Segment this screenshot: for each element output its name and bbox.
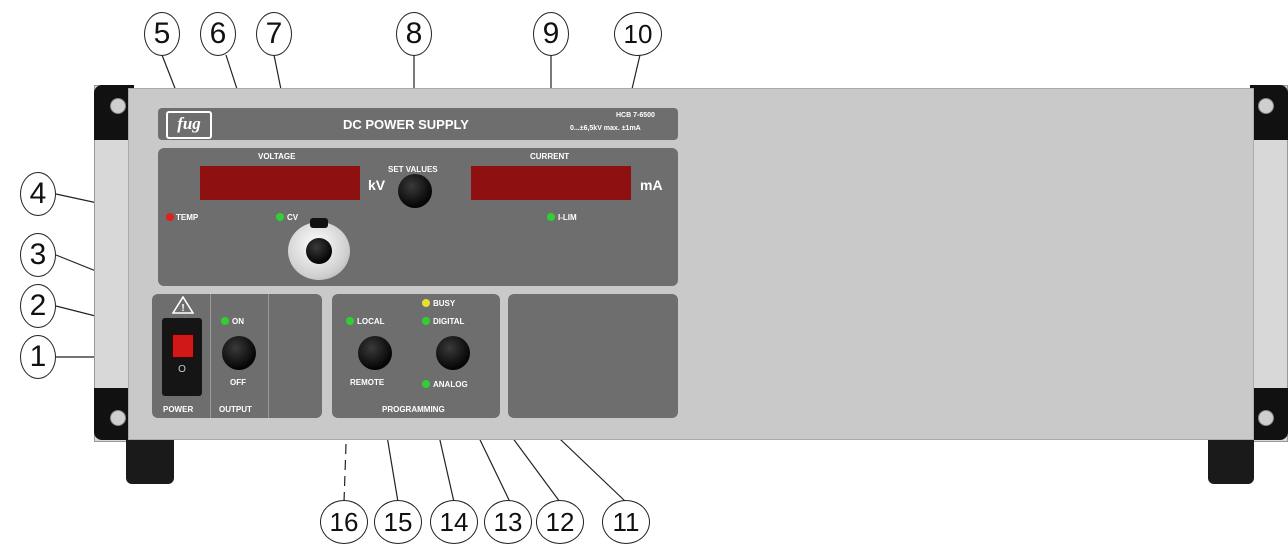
screw-icon [1258, 98, 1274, 114]
remote-label: REMOTE [350, 378, 385, 387]
local-led [346, 317, 354, 325]
model-number: HCB 7-6500 [616, 112, 655, 119]
callout-2: 2 [20, 284, 56, 328]
ilim-led [547, 213, 555, 221]
callout-8: 8 [396, 12, 432, 56]
device-title: DC POWER SUPPLY [343, 117, 469, 132]
right-foot [1208, 440, 1254, 484]
callout-6: 6 [200, 12, 236, 56]
digital-analog-button[interactable] [436, 336, 470, 370]
power-switch-off-symbol: O [178, 364, 186, 375]
current-label: CURRENT [530, 152, 570, 161]
output-label: OUTPUT [219, 405, 252, 414]
off-label: OFF [230, 378, 246, 387]
cv-led [276, 213, 284, 221]
rating-text: 0...±6,5kV max. ±1mA [570, 125, 641, 132]
busy-label: BUSY [433, 299, 456, 308]
digital-led [422, 317, 430, 325]
callout-10: 10 [614, 12, 662, 56]
power-switch[interactable] [172, 334, 194, 358]
temp-led-label: TEMP [176, 213, 199, 222]
panel-divider [268, 294, 269, 418]
header-strip [158, 108, 678, 140]
callout-9: 9 [533, 12, 569, 56]
callout-1: 1 [20, 335, 56, 379]
ilim-led-label: I-LIM [558, 213, 577, 222]
analog-label: ANALOG [433, 380, 468, 389]
callout-12: 12 [536, 500, 584, 544]
warning-icon: ! [171, 295, 195, 314]
callout-13: 13 [484, 500, 532, 544]
voltage-label: VOLTAGE [258, 152, 296, 161]
voltage-unit: kV [368, 177, 386, 193]
screw-icon [110, 98, 126, 114]
panel-divider [210, 294, 211, 418]
set-values-label: SET VALUES [388, 165, 438, 174]
analog-led [422, 380, 430, 388]
dial-lock-lever[interactable] [310, 218, 328, 228]
busy-led [422, 299, 430, 307]
current-unit: mA [640, 177, 663, 193]
on-label: ON [232, 317, 244, 326]
screw-icon [1258, 410, 1274, 426]
local-label: LOCAL [357, 317, 385, 326]
local-remote-button[interactable] [358, 336, 392, 370]
callout-4: 4 [20, 172, 56, 216]
left-foot [126, 440, 174, 484]
svg-text:!: ! [181, 303, 184, 314]
callout-15: 15 [374, 500, 422, 544]
digital-label: DIGITAL [433, 317, 465, 326]
current-display [471, 166, 631, 200]
blank-panel [508, 294, 678, 418]
output-on-led [221, 317, 229, 325]
power-label: POWER [163, 405, 194, 414]
output-button[interactable] [222, 336, 256, 370]
programming-panel [332, 294, 500, 418]
screw-icon [110, 410, 126, 426]
callout-5: 5 [144, 12, 180, 56]
voltage-display [200, 166, 360, 200]
left-rack-bracket [94, 85, 134, 442]
voltage-dial-knob[interactable] [306, 238, 332, 264]
programming-label: PROGRAMMING [382, 405, 445, 414]
cv-led-label: CV [287, 213, 299, 222]
temp-led [166, 213, 174, 221]
callout-3: 3 [20, 233, 56, 277]
callout-16: 16 [320, 500, 368, 544]
callout-7: 7 [256, 12, 292, 56]
brand-logo: fug [166, 111, 212, 139]
callout-14: 14 [430, 500, 478, 544]
set-values-knob[interactable] [398, 174, 432, 208]
callout-11: 11 [602, 500, 650, 544]
